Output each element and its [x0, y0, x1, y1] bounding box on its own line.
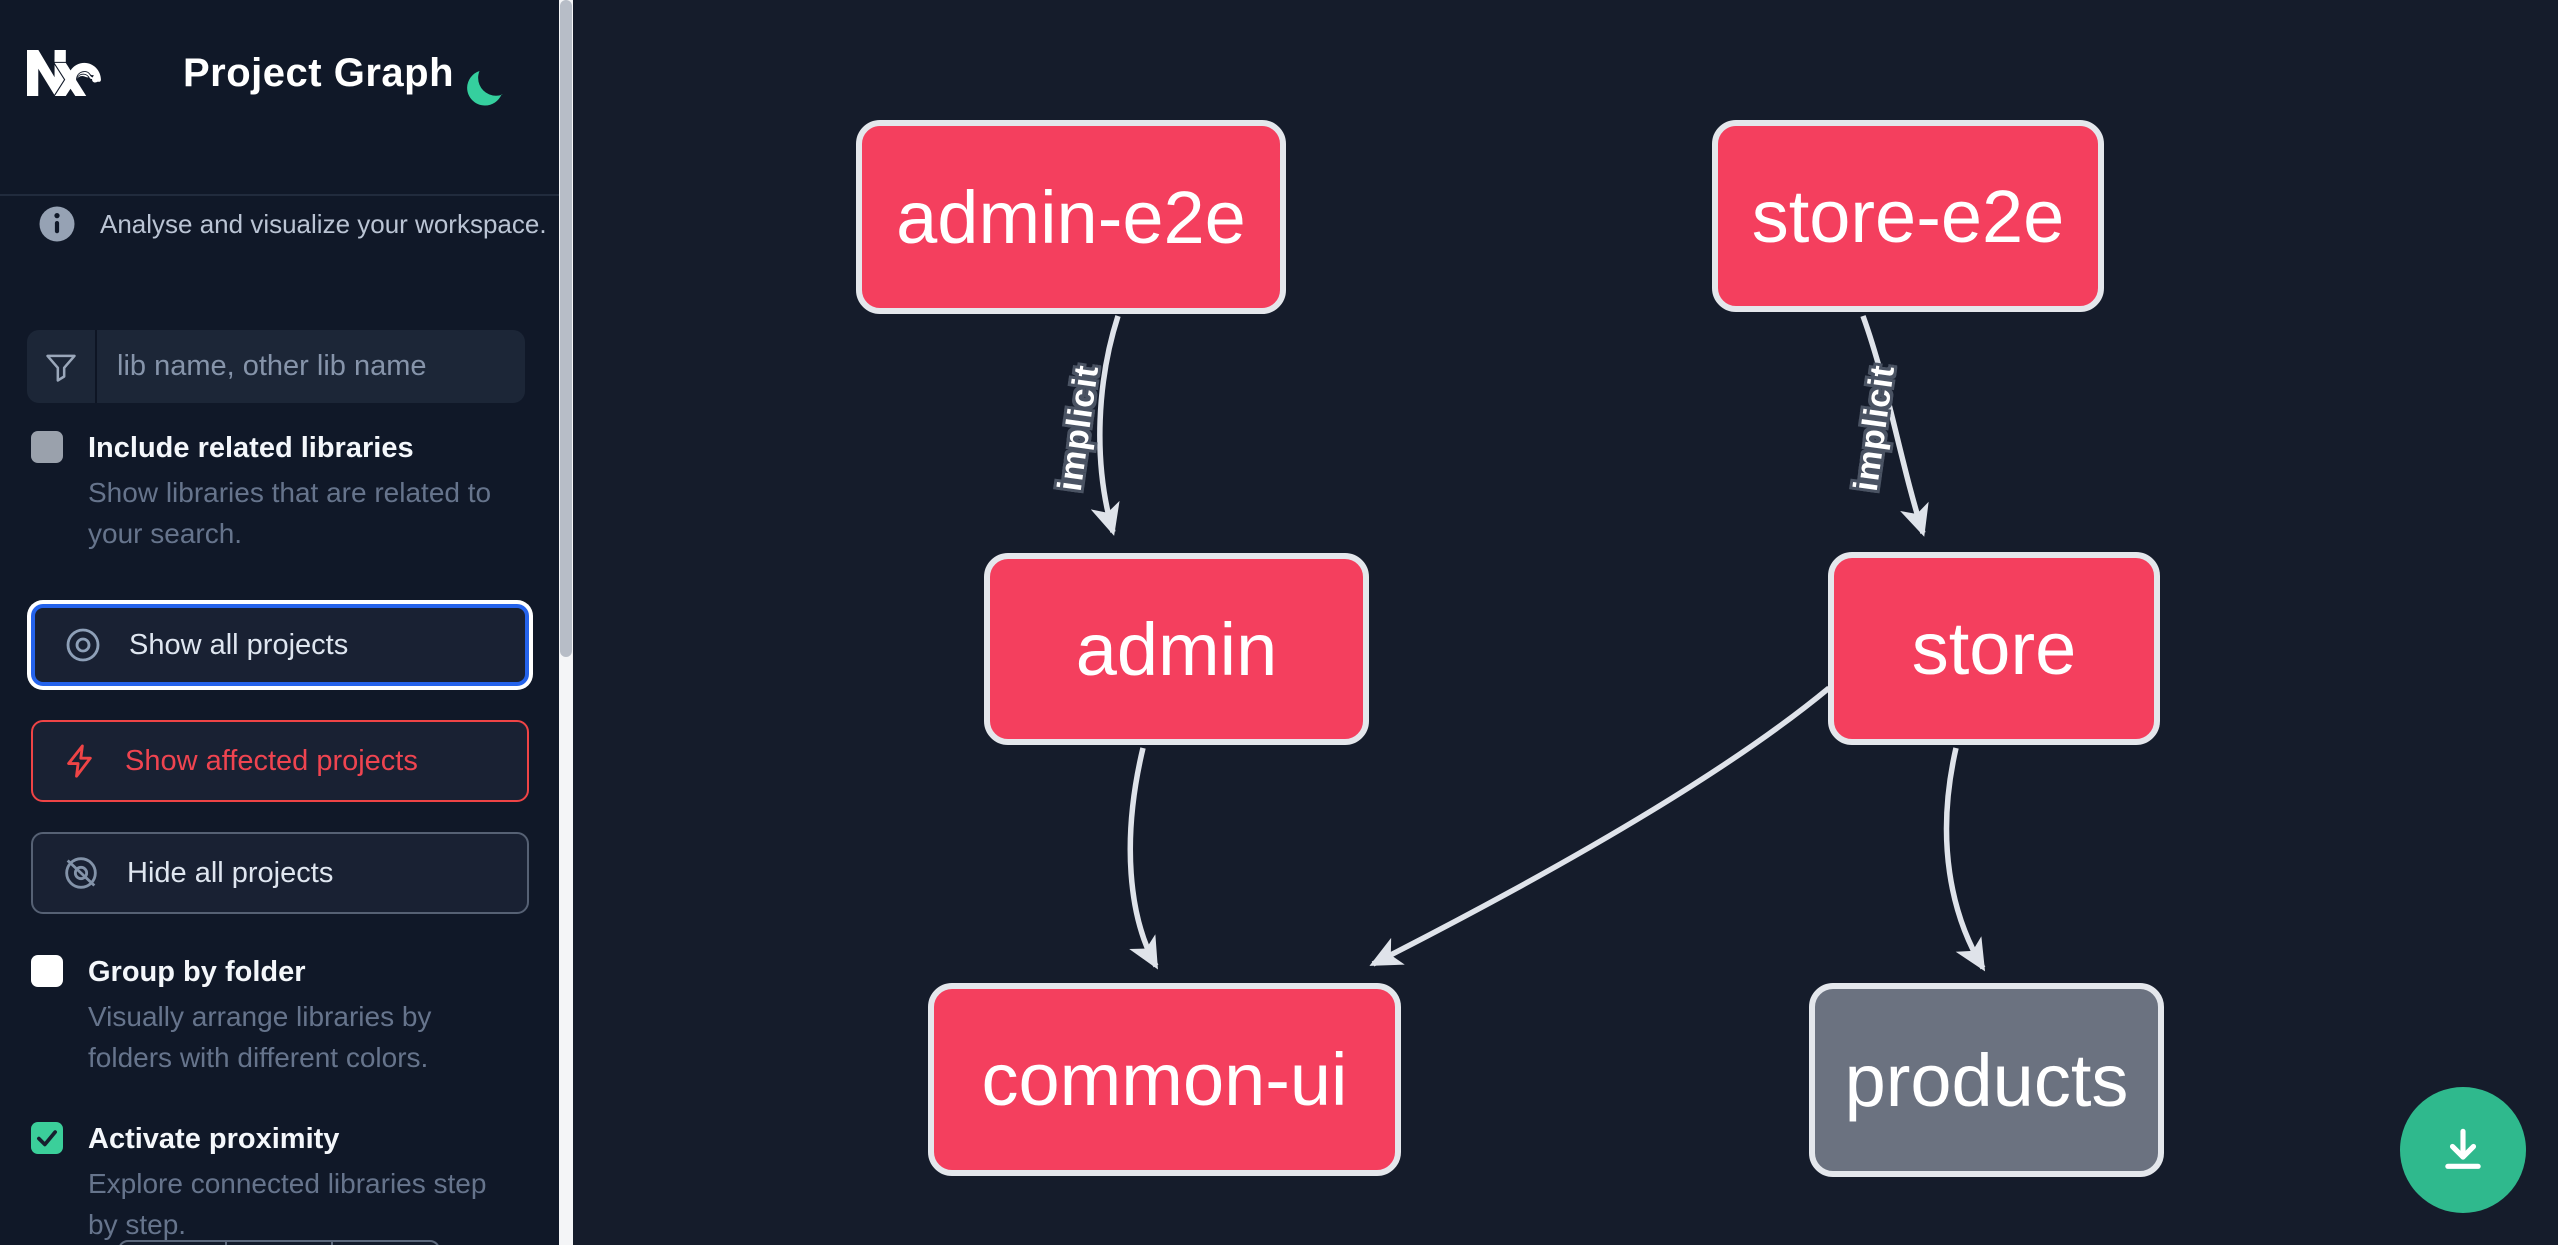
project-node-products[interactable]: products [1809, 983, 2164, 1177]
sidebar-header: Project Graph [0, 0, 559, 196]
checkmark-icon [37, 1130, 57, 1147]
node-label: common-ui [981, 1038, 1348, 1121]
dependency-edges [1090, 315, 1986, 972]
activate-proximity-checkbox[interactable] [31, 1122, 63, 1154]
activate-proximity-label: Activate proximity [88, 1123, 340, 1155]
bolt-icon [67, 744, 92, 778]
stepper-segment[interactable] [120, 1242, 227, 1245]
intro-text: Analyse and visualize your workspace. [100, 208, 547, 239]
project-node-admin-e2e[interactable]: admin-e2e [856, 120, 1286, 314]
edge-store-e2e-to-store [1860, 315, 1929, 537]
sidebar: Project Graph Analyse and visualize your… [0, 0, 559, 1245]
project-node-store-e2e[interactable]: store-e2e [1712, 120, 2104, 312]
activate-proximity-option[interactable]: Activate proximity Explore connected lib… [31, 1119, 518, 1245]
edge-store-to-common-ui [1369, 685, 1831, 967]
graph-canvas[interactable]: implicit implicit admin-e2e store-e2e ad… [573, 0, 2558, 1245]
show-all-projects-label: Show all projects [129, 628, 349, 661]
info-icon [39, 206, 75, 242]
download-graph-button[interactable] [2400, 1087, 2526, 1213]
nx-logo [27, 50, 101, 96]
filter-icon-cell [27, 330, 97, 403]
page-title: Project Graph [183, 51, 455, 95]
node-label: products [1844, 1038, 2129, 1122]
group-by-folder-checkbox[interactable] [31, 955, 63, 987]
hide-all-projects-label: Hide all projects [127, 856, 334, 889]
search-box [27, 330, 525, 403]
theme-toggle-button[interactable] [462, 66, 508, 112]
include-related-checkbox[interactable] [31, 431, 63, 463]
include-related-option[interactable]: Include related libraries Show libraries… [31, 428, 518, 554]
edge-store-to-products [1943, 747, 1986, 972]
sidebar-scrollbar[interactable] [559, 0, 573, 1245]
show-all-projects-button[interactable]: Show all projects [31, 604, 529, 686]
intro-row: Analyse and visualize your workspace. [36, 203, 547, 245]
node-label: store [1911, 607, 2077, 690]
filter-funnel-icon [46, 354, 76, 382]
project-node-common-ui[interactable]: common-ui [928, 983, 1401, 1176]
group-by-folder-description: Visually arrange libraries by folders wi… [88, 1001, 432, 1073]
proximity-stepper-control[interactable] [118, 1240, 440, 1245]
download-icon [2445, 1128, 2481, 1169]
eye-icon [66, 628, 100, 662]
eye-off-icon [65, 857, 97, 889]
node-label: admin-e2e [896, 175, 1246, 259]
project-node-store[interactable]: store [1828, 552, 2160, 745]
stepper-segment[interactable] [227, 1242, 334, 1245]
edge-admin-e2e-to-admin [1090, 315, 1121, 536]
moon-icon [467, 71, 503, 106]
show-affected-projects-button[interactable]: Show affected projects [31, 720, 529, 802]
hide-all-projects-button[interactable]: Hide all projects [31, 832, 529, 914]
search-input[interactable] [97, 330, 525, 403]
scrollbar-thumb[interactable] [560, 0, 572, 657]
edge-admin-to-common-ui [1127, 747, 1159, 970]
activate-proximity-description: Explore connected libraries step by step… [88, 1168, 487, 1240]
node-label: store-e2e [1751, 174, 2065, 258]
group-by-folder-option[interactable]: Group by folder Visually arrange librari… [31, 952, 518, 1078]
show-affected-projects-label: Show affected projects [125, 744, 418, 777]
include-related-label: Include related libraries [88, 432, 414, 464]
project-node-admin[interactable]: admin [984, 553, 1369, 745]
group-by-folder-label: Group by folder [88, 956, 306, 988]
include-related-description: Show libraries that are related to your … [88, 477, 492, 549]
node-label: admin [1075, 607, 1278, 691]
